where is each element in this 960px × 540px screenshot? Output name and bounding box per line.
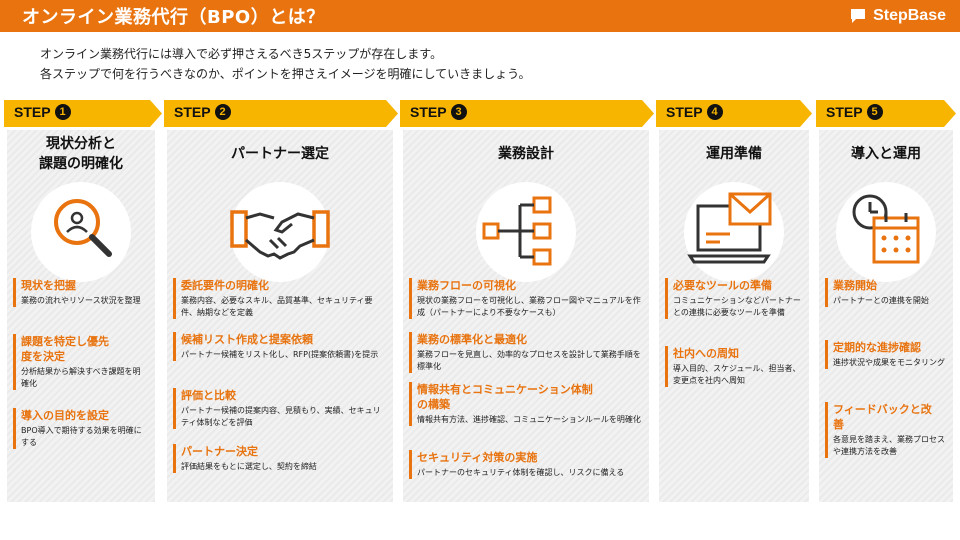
step-1-item-1: 現状を把握 業務の流れやリソース状況を整理: [13, 278, 143, 307]
step-4-tab: STEP 4: [656, 100, 812, 127]
step-4-column: STEP 4 運用準備 必要なツールの準備 コミュニケーションなどパートナーとの…: [656, 100, 812, 510]
step-4-item-2: 社内への周知 導入目的、スケジュール、担当者、変更点を社内へ周知: [665, 346, 801, 387]
step-5-column: STEP 5 導入と運用: [816, 100, 958, 510]
step-3-item-4: セキュリティ対策の実施 パートナーのセキュリティ体制を確認し、リスクに備える: [409, 450, 641, 479]
speech-bubble-icon: [851, 9, 866, 23]
step-number-badge: 2: [214, 104, 231, 120]
step-2-item-4: パートナー決定 評価結果をもとに選定し、契約を締結: [173, 444, 385, 473]
step-5-item-1: 業務開始 パートナーとの連携を開始: [825, 278, 947, 307]
step-3-title: 業務設計: [498, 146, 554, 162]
step-label-text: STEP: [14, 104, 51, 120]
intro-text: オンライン業務代行には導入で必ず押さえるべき5ステップが存在します。 各ステップ…: [40, 44, 530, 84]
step-2-label: STEP 2: [174, 104, 231, 120]
step-4-item-1: 必要なツールの準備 コミュニケーションなどパートナーとの連携に必要なツールを準備: [665, 278, 801, 319]
step-1-column: STEP 1 現状分析と 課題の明確化 現状を把握 業務の流れやリソース状況を整…: [4, 100, 162, 510]
step-2-item-1: 委託要件の明確化 業務内容、必要なスキル、品質基準、セキュリティ要件、納期などを…: [173, 278, 385, 319]
step-3-panel: 業務設計 業務フローの可視化 現状の業務フローを可視化し、業務フロー図やマニュア…: [403, 130, 649, 502]
step-3-item-3: 情報共有とコミュニケーション体制の構築 情報共有方法、進捗確認、コミュニケーショ…: [409, 382, 641, 426]
step-1-title: 現状分析と 課題の明確化: [7, 134, 155, 174]
flowchart-icon: [476, 182, 576, 282]
step-3-label: STEP 3: [410, 104, 467, 120]
step-3-column: STEP 3 業務設計 業務フローの可視化: [400, 100, 654, 510]
step-2-tab: STEP 2: [164, 100, 398, 127]
brand-logo: StepBase: [849, 7, 946, 25]
laptop-mail-icon: [684, 182, 784, 282]
step-5-title: 導入と運用: [851, 146, 921, 162]
step-3-item-1: 業務フローの可視化 現状の業務フローを可視化し、業務フロー図やマニュアルを作成（…: [409, 278, 641, 319]
step-5-label: STEP 5: [826, 104, 883, 120]
step-4-title: 運用準備: [706, 146, 762, 162]
step-5-tab: STEP 5: [816, 100, 956, 127]
step-1-title-line-1: 現状分析と: [46, 136, 116, 152]
step-label-text: STEP: [826, 104, 863, 120]
step-1-title-line-2: 課題の明確化: [39, 156, 123, 172]
step-number-badge: 4: [706, 104, 723, 120]
step-5-item-2: 定期的な進捗確認 進捗状況や成果をモニタリング: [825, 340, 947, 369]
intro-line-1: オンライン業務代行には導入で必ず押さえるべき5ステップが存在します。: [40, 47, 443, 61]
step-1-item-2: 課題を特定し優先度を決定 分析結果から解決すべき課題を明確化: [13, 334, 143, 390]
step-4-label: STEP 4: [666, 104, 723, 120]
step-4-panel: 運用準備 必要なツールの準備 コミュニケーションなどパートナーとの連携に必要なツ…: [659, 130, 809, 502]
step-2-item-2: 候補リスト作成と提案依頼 パートナー候補をリスト化し、RFP(提案依頼書)を提示: [173, 332, 385, 361]
step-label-text: STEP: [666, 104, 703, 120]
magnifier-person-icon: [31, 182, 131, 282]
steps-container: STEP 1 現状分析と 課題の明確化 現状を把握 業務の流れやリソース状況を整…: [0, 100, 960, 510]
step-3-tab: STEP 3: [400, 100, 654, 127]
step-3-item-2: 業務の標準化と最適化 業務フローを見直し、効率的なプロセスを設計して業務手順を標…: [409, 332, 641, 373]
step-1-item-3: 導入の目的を設定 BPO導入で期待する効果を明確にする: [13, 408, 143, 449]
intro-line-2: 各ステップで何を行うべきなのか、ポイントを押さえイメージを明確にしていきましょう…: [40, 67, 531, 81]
step-2-column: STEP 2 パートナー選定 委託要件の明確化 業務内容、必要なスキル、品: [164, 100, 398, 510]
step-2-panel: パートナー選定 委託要件の明確化 業務内容、必要なスキル、品質基準、セキュリティ…: [167, 130, 393, 502]
brand-name: StepBase: [873, 7, 946, 24]
calendar-clock-icon: [836, 182, 936, 282]
step-5-item-3: フィードバックと改善 各意見を踏まえ、業務プロセスや連携方法を改善: [825, 402, 947, 458]
step-number-badge: 5: [866, 104, 883, 120]
step-number-badge: 3: [450, 104, 467, 120]
step-label-text: STEP: [174, 104, 211, 120]
step-5-panel: 導入と運用 業務開始: [819, 130, 953, 502]
step-number-badge: 1: [54, 104, 71, 120]
step-2-title: パートナー選定: [231, 146, 329, 162]
step-2-item-3: 評価と比較 パートナー候補の提案内容、見積もり、実績、セキュリティ体制などを評価: [173, 388, 385, 429]
step-label-text: STEP: [410, 104, 447, 120]
page-title: オンライン業務代行（BPO）とは？: [22, 7, 325, 28]
handshake-icon: [230, 182, 330, 282]
step-1-tab: STEP 1: [4, 100, 162, 127]
step-1-panel: 現状分析と 課題の明確化 現状を把握 業務の流れやリソース状況を整理 課題を特定…: [7, 130, 155, 502]
header-bar: オンライン業務代行（BPO）とは？ StepBase: [0, 0, 960, 32]
step-1-label: STEP 1: [14, 104, 71, 120]
